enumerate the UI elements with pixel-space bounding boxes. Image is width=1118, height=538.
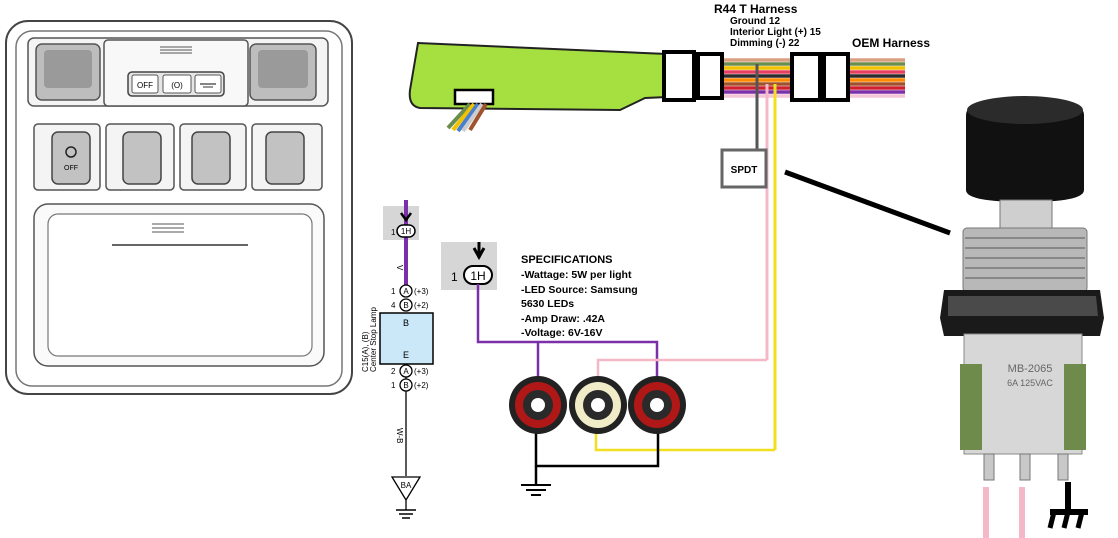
door-button[interactable]: (O) — [162, 74, 192, 94]
svg-text:(+2): (+2) — [414, 381, 429, 390]
svg-text:A: A — [403, 367, 409, 376]
svg-text:1H: 1H — [401, 227, 411, 236]
spdt-switch-box: SPDT — [720, 148, 768, 189]
overhead-console: OFF (O) OFF — [5, 20, 353, 395]
svg-text:OFF: OFF — [64, 165, 78, 172]
svg-text:OFF: OFF — [137, 81, 153, 90]
svg-text:4: 4 — [391, 301, 396, 310]
svg-text:SPECIFICATIONS: SPECIFICATIONS — [521, 254, 612, 266]
svg-text:SPDT: SPDT — [731, 165, 758, 176]
interior-light-label: Interior Light (+) 15 — [730, 27, 821, 38]
blank-switch-2[interactable] — [191, 131, 231, 185]
svg-text:1: 1 — [391, 381, 396, 390]
led-light-1 — [509, 376, 567, 434]
svg-text:1: 1 — [451, 270, 458, 284]
harness-title: R44 T Harness — [714, 2, 798, 16]
led-light-2 — [569, 376, 627, 434]
ground-symbol — [1047, 482, 1088, 529]
dome-button[interactable] — [194, 74, 222, 94]
led-module — [408, 41, 691, 133]
t-harness-connectors — [662, 50, 850, 102]
svg-text:C15(A), (B): C15(A), (B) — [361, 331, 370, 372]
svg-text:B: B — [403, 318, 409, 328]
svg-text:B: B — [403, 301, 408, 310]
svg-text:W-B: W-B — [395, 428, 404, 443]
connector-1h: 1H 1 — [441, 242, 497, 290]
oem-harness-label: OEM Harness — [852, 36, 930, 50]
svg-text:6A 125VAC: 6A 125VAC — [1007, 378, 1053, 388]
svg-text:Center Stop Lamp: Center Stop Lamp — [369, 307, 378, 372]
svg-text:B: B — [403, 381, 408, 390]
svg-text:(+2): (+2) — [414, 301, 429, 310]
svg-text:1H: 1H — [470, 269, 485, 283]
svg-text:(+3): (+3) — [414, 367, 429, 376]
blank-switch-3[interactable] — [265, 131, 305, 185]
svg-text:1: 1 — [391, 228, 396, 237]
svg-text:-Voltage: 6V-16V: -Voltage: 6V-16V — [521, 327, 603, 339]
pushbutton-switch: MB-2065 6A 125VAC — [940, 96, 1104, 481]
svg-text:-LED Source: Samsung: -LED Source: Samsung — [521, 284, 638, 296]
svg-text:(+3): (+3) — [414, 287, 429, 296]
sunglass-holder[interactable] — [47, 213, 313, 357]
svg-text:(O): (O) — [171, 81, 183, 90]
svg-text:E: E — [403, 350, 409, 360]
svg-text:BA: BA — [401, 481, 412, 490]
led-light-3 — [628, 376, 686, 434]
svg-text:1: 1 — [391, 287, 396, 296]
svg-text:-Wattage: 5W per light: -Wattage: 5W per light — [521, 269, 632, 281]
traction-icon — [65, 146, 77, 158]
ground-label: Ground 12 — [730, 16, 780, 27]
trac-off-button[interactable]: OFF — [51, 131, 91, 185]
svg-text:A: A — [403, 287, 409, 296]
svg-text:MB-2065: MB-2065 — [1008, 363, 1053, 375]
svg-text:-Amp Draw: .42A: -Amp Draw: .42A — [521, 313, 605, 325]
blank-switch-1[interactable] — [122, 131, 162, 185]
specifications: SPECIFICATIONS -Wattage: 5W per light -L… — [521, 254, 638, 339]
svg-text:V: V — [395, 265, 404, 271]
center-stop-lamp-schematic: 1H 1 V A 1 (+3) B 4 (+2) B E C15(A), (B)… — [361, 200, 434, 519]
svg-text:2: 2 — [391, 367, 396, 376]
off-button[interactable]: OFF — [131, 74, 159, 94]
dimming-label: Dimming (-) 22 — [730, 38, 800, 49]
svg-text:5630 LEDs: 5630 LEDs — [521, 298, 574, 310]
